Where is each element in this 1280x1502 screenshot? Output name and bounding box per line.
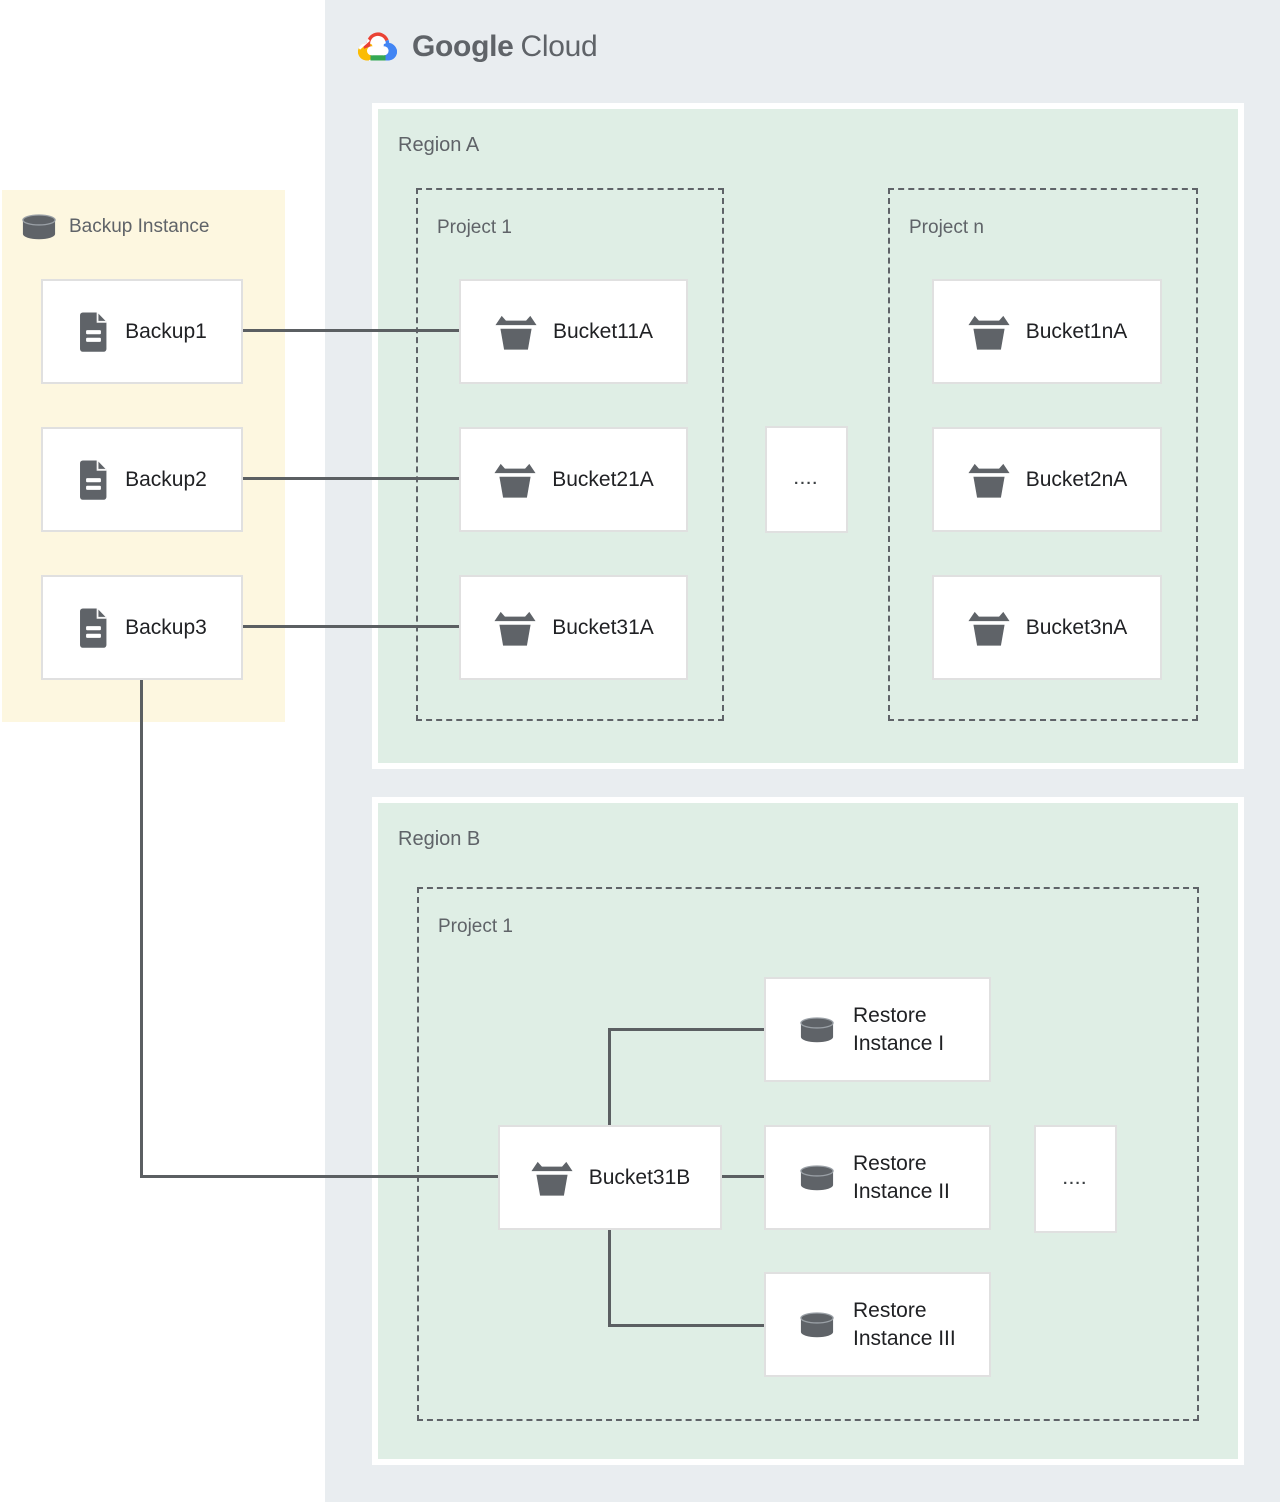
region-b-project-1: Project 1 xyxy=(417,887,1199,1421)
storage-bucket-icon xyxy=(493,608,537,647)
restore-instance-2-label: Restore Instance II xyxy=(853,1151,950,1203)
region-a-project-1: Project 1 xyxy=(416,188,724,721)
bucket31a-label: Bucket31A xyxy=(552,615,654,639)
region-b-project-1-title: Project 1 xyxy=(438,916,513,937)
backup-instance-title: Backup Instance xyxy=(69,216,210,237)
region-a-ellipsis-node: .... xyxy=(765,426,848,533)
restore-instance-3-node: Restore Instance III xyxy=(764,1272,991,1377)
restore-instance-3-label: Restore Instance III xyxy=(853,1298,956,1350)
database-cylinder-icon xyxy=(798,1311,836,1339)
connector-bucket31b-up xyxy=(608,1028,611,1125)
storage-bucket-icon xyxy=(530,1158,574,1197)
backup3-node: Backup3 xyxy=(41,575,243,680)
connector-backup3-bucket31b xyxy=(140,1175,498,1178)
document-icon xyxy=(77,607,110,649)
storage-bucket-icon xyxy=(967,312,1011,351)
logo-word-google: Google xyxy=(412,30,514,63)
document-icon xyxy=(77,311,110,353)
bucket1na-label: Bucket1nA xyxy=(1025,319,1128,343)
bucket31b-node: Bucket31B xyxy=(498,1125,722,1230)
database-cylinder-icon xyxy=(798,1016,836,1044)
bucket11a-node: Bucket11A xyxy=(459,279,688,384)
region-a-project-1-title: Project 1 xyxy=(437,217,512,238)
storage-bucket-icon xyxy=(494,312,538,351)
bucket11a-label: Bucket11A xyxy=(552,319,653,343)
bucket3na-label: Bucket3nA xyxy=(1025,615,1128,639)
region-b-ellipsis: .... xyxy=(1063,1170,1088,1188)
connector-bucket31b-restore3 xyxy=(608,1324,765,1327)
bucket21a-label: Bucket21A xyxy=(552,467,654,491)
bucket3na-node: Bucket3nA xyxy=(932,575,1162,680)
backup1-label: Backup1 xyxy=(125,319,207,343)
backup2-node: Backup2 xyxy=(41,427,243,532)
storage-bucket-icon xyxy=(967,608,1011,647)
bucket21a-node: Bucket21A xyxy=(459,427,688,532)
database-cylinder-icon xyxy=(798,1164,836,1192)
region-a-title: Region A xyxy=(398,134,480,156)
region-a-project-n: Project n xyxy=(888,188,1198,721)
logo-word-cloud: Cloud xyxy=(520,30,598,63)
region-b-title: Region B xyxy=(398,828,481,850)
region-a-ellipsis: .... xyxy=(794,471,819,488)
backup-instance-title-row: Backup Instance xyxy=(20,213,209,241)
bucket31b-label: Bucket31B xyxy=(588,1165,691,1189)
restore-instance-2-node: Restore Instance II xyxy=(764,1125,991,1230)
bucket1na-node: Bucket1nA xyxy=(932,279,1162,384)
bucket2na-label: Bucket2nA xyxy=(1025,467,1128,491)
backup2-label: Backup2 xyxy=(125,467,207,491)
backup3-label: Backup3 xyxy=(125,615,207,639)
storage-bucket-icon xyxy=(493,460,537,499)
google-cloud-logo-icon xyxy=(354,28,401,66)
connector-backup3-bucket31a xyxy=(243,625,459,628)
database-cylinder-icon xyxy=(20,213,58,241)
restore-instance-1-node: Restore Instance I xyxy=(764,977,991,1082)
region-a-project-n-title: Project n xyxy=(909,217,984,238)
bucket31a-node: Bucket31A xyxy=(459,575,688,680)
region-b-ellipsis-node: .... xyxy=(1034,1125,1117,1233)
storage-bucket-icon xyxy=(967,460,1011,499)
connector-backup3-down xyxy=(140,680,143,1178)
backup1-node: Backup1 xyxy=(41,279,243,384)
document-icon xyxy=(77,459,110,501)
connector-backup1-bucket11a xyxy=(243,329,459,332)
connector-bucket31b-restore1 xyxy=(608,1028,764,1031)
bucket2na-node: Bucket2nA xyxy=(932,427,1162,532)
connector-backup2-bucket21a xyxy=(243,477,459,480)
restore-instance-1-label: Restore Instance I xyxy=(853,1003,945,1055)
connector-bucket31b-down xyxy=(608,1230,611,1327)
connector-bucket31b-restore2 xyxy=(722,1175,764,1178)
